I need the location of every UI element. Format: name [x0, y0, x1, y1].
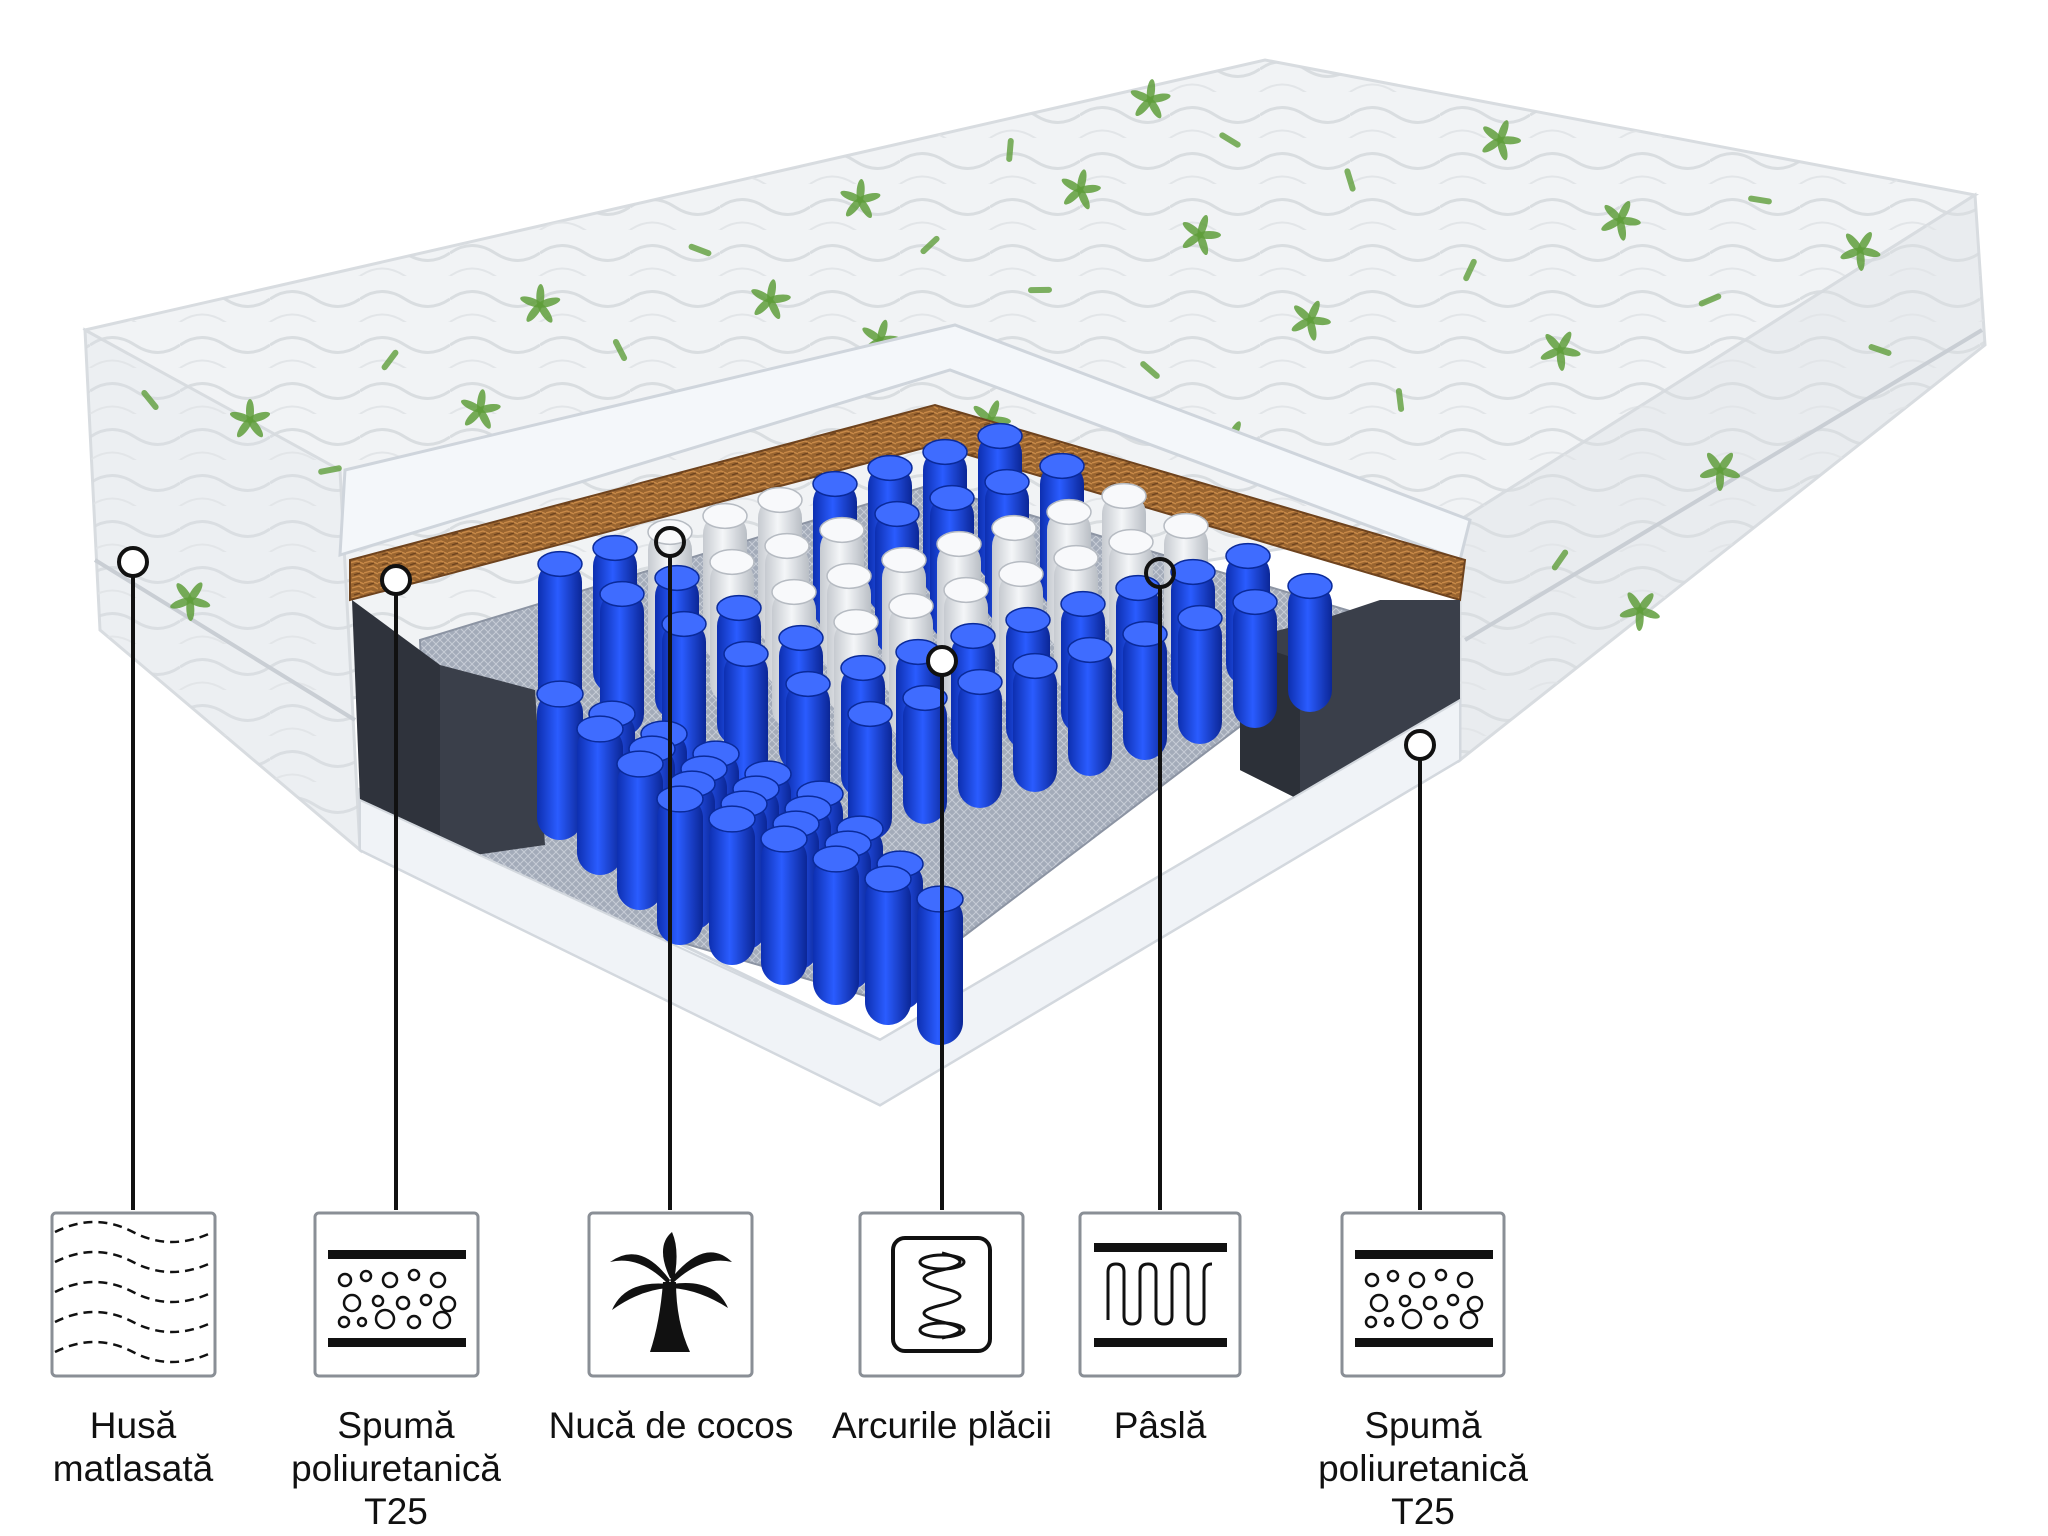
label-line: Pâslă — [1113, 1405, 1207, 1446]
label-spuma-top: Spumă poliuretanică T25 — [271, 1404, 521, 1533]
aloe-leaf-icon — [170, 582, 211, 621]
aloe-leaf-icon — [1540, 331, 1581, 371]
callout-dot-spuma-side — [1404, 729, 1436, 761]
aloe-leaf-icon — [1130, 79, 1171, 119]
coil-spring-icon — [891, 1236, 992, 1353]
label-line: T25 — [364, 1491, 428, 1532]
blue-pocket-spring — [1012, 652, 1058, 792]
felt-zigzag-icon — [1094, 1243, 1227, 1347]
blue-pocket-spring — [1232, 588, 1278, 728]
aloe-leaf-icon — [381, 349, 399, 371]
icon-box-arcuri — [858, 1211, 1025, 1378]
icon-box-spuma-side — [1340, 1211, 1506, 1378]
aloe-leaf-icon — [612, 338, 628, 362]
icon-box-husa — [50, 1211, 217, 1378]
blue-pocket-spring — [864, 865, 912, 1025]
label-line: Arcurile plăcii — [831, 1405, 1052, 1446]
label-line: matlasată — [52, 1448, 214, 1489]
aloe-leaf-icon — [1601, 200, 1641, 241]
icon-box-nuca — [587, 1211, 754, 1378]
blue-pocket-spring — [656, 785, 704, 945]
blue-pocket-spring — [1067, 636, 1113, 776]
aloe-leaf-icon — [688, 243, 712, 257]
aloe-leaf-icon — [1748, 195, 1772, 205]
aloe-leaf-icon — [229, 399, 271, 438]
blue-pocket-spring — [760, 825, 808, 985]
aloe-leaf-icon — [1395, 388, 1405, 412]
blue-pocket-spring — [599, 580, 645, 736]
callout-dot-spuma-top — [380, 564, 412, 596]
label-line: T25 — [1391, 1491, 1455, 1532]
pocket-springs — [536, 422, 1333, 1045]
aloe-leaf-icon — [1291, 300, 1331, 341]
callout-dot-pasla — [1144, 557, 1176, 589]
blue-pocket-spring — [1177, 604, 1223, 744]
label-line: Spumă — [1364, 1405, 1482, 1446]
aloe-leaf-icon — [1140, 361, 1160, 379]
aloe-leaf-icon — [840, 179, 881, 219]
aloe-leaf-icon — [1551, 549, 1569, 571]
label-pasla: Pâslă — [1035, 1404, 1285, 1447]
aloe-leaf-icon — [318, 465, 342, 475]
aloe-leaf-icon — [1344, 168, 1356, 192]
label-line: Spumă — [337, 1405, 455, 1446]
aloe-leaf-icon — [1219, 132, 1241, 148]
blue-pocket-spring — [1287, 572, 1333, 712]
aloe-leaf-icon — [1182, 214, 1221, 256]
label-line: poliuretanică — [291, 1448, 501, 1489]
callout-dot-husa — [117, 546, 149, 578]
aloe-leaf-icon — [1028, 286, 1052, 294]
aloe-leaf-icon — [1699, 452, 1741, 491]
blue-pocket-spring — [957, 668, 1003, 808]
palm-tree-icon — [610, 1232, 732, 1352]
blue-pocket-spring — [616, 750, 664, 910]
label-nuca: Nucă de cocos — [546, 1404, 796, 1447]
label-line: poliuretanică — [1318, 1448, 1528, 1489]
blue-pocket-spring — [708, 805, 756, 965]
label-arcuri: Arcurile plăcii — [817, 1404, 1067, 1447]
label-spuma-side: Spumă poliuretanică T25 — [1298, 1404, 1548, 1533]
callout-lines — [117, 526, 1436, 1210]
foam-bubbles-icon — [1355, 1250, 1493, 1347]
aloe-leaf-icon — [751, 279, 791, 320]
blue-pocket-spring — [1122, 620, 1168, 760]
quilted-wave-icon — [54, 1220, 214, 1364]
aloe-leaf-icon — [920, 235, 940, 255]
aloe-leaf-icon — [141, 390, 159, 410]
label-line: Husă — [89, 1405, 177, 1446]
aloe-leaf-icon — [1061, 169, 1101, 210]
foam-bubbles-icon — [328, 1250, 466, 1347]
callout-dot-nuca — [654, 526, 686, 558]
blue-pocket-spring — [536, 680, 584, 840]
aloe-leaf-icon — [1463, 258, 1477, 282]
aloe-leaf-icon — [1619, 592, 1660, 631]
aloe-leaf-icon — [1482, 120, 1521, 161]
icon-box-spuma-top — [313, 1211, 480, 1378]
blue-pocket-spring — [847, 700, 893, 840]
icon-box-pasla — [1078, 1211, 1242, 1378]
label-husa: Husă matlasată — [8, 1404, 258, 1490]
blue-pocket-spring — [902, 684, 948, 824]
blue-pocket-spring — [812, 845, 860, 1005]
blue-pocket-spring — [537, 550, 583, 710]
aloe-leaf-icon — [1868, 344, 1892, 356]
aloe-leaf-icon — [1698, 293, 1722, 307]
blue-pocket-spring — [576, 715, 624, 875]
label-line: Nucă de cocos — [548, 1405, 794, 1446]
aloe-leaf-icon — [1006, 138, 1014, 162]
aloe-leaf-icon — [520, 284, 561, 323]
aloe-leaf-icon — [460, 389, 501, 429]
aloe-leaf-icon — [1840, 231, 1881, 271]
callout-dot-arcuri — [926, 645, 958, 677]
